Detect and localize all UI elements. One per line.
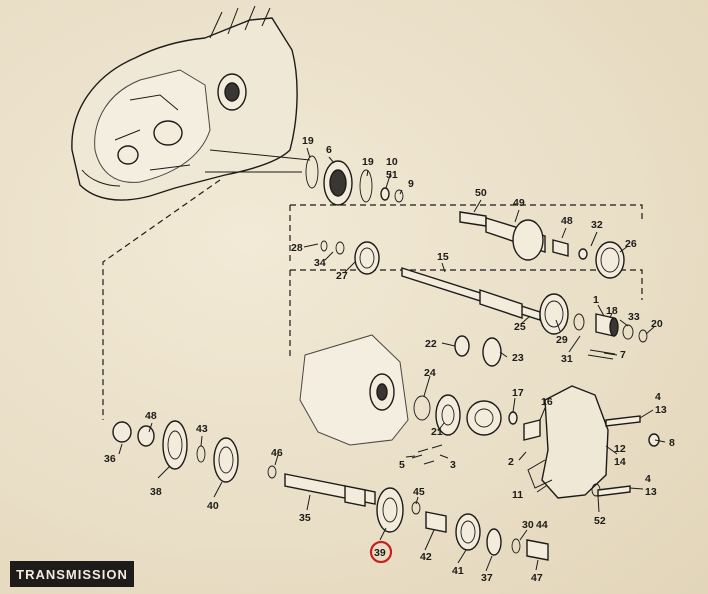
leader-lines — [118, 147, 666, 572]
callout-36: 36 — [104, 453, 116, 465]
callout-50: 50 — [475, 187, 487, 199]
callout-12: 12 — [614, 443, 626, 455]
callout-24: 24 — [424, 367, 436, 379]
callout-25: 25 — [514, 321, 526, 333]
callout-38: 38 — [150, 486, 162, 498]
callout-1: 1 — [593, 294, 599, 306]
callout-47: 47 — [531, 572, 543, 584]
callout-49: 49 — [513, 197, 525, 209]
callout-23: 23 — [512, 352, 524, 364]
callout-19b: 19 — [362, 156, 374, 168]
callout-26: 26 — [625, 238, 637, 250]
callout-16: 16 — [541, 396, 553, 408]
callout-numbers: 19 6 19 10 51 9 50 49 48 32 26 28 34 27 … — [104, 135, 675, 584]
callout-7: 7 — [620, 349, 626, 361]
callout-31: 31 — [561, 353, 573, 365]
callout-37: 37 — [481, 572, 493, 584]
bolts-small — [411, 444, 443, 465]
callout-48b: 48 — [145, 410, 157, 422]
callout-46: 46 — [271, 447, 283, 459]
callout-10: 10 — [386, 156, 398, 168]
callout-41: 41 — [452, 565, 464, 577]
callout-42: 42 — [420, 551, 432, 563]
highlight-ring — [369, 540, 393, 564]
callout-6: 6 — [326, 144, 332, 156]
callout-17: 17 — [512, 387, 524, 399]
callout-3: 3 — [450, 459, 456, 471]
callout-35: 35 — [299, 512, 311, 524]
callout-5: 5 — [399, 459, 405, 471]
callout-13b: 13 — [645, 486, 657, 498]
callout-18: 18 — [606, 305, 618, 317]
callout-9: 9 — [408, 178, 414, 190]
callout-32: 32 — [591, 219, 603, 231]
callout-48a: 48 — [561, 215, 573, 227]
section-title: TRANSMISSION — [10, 561, 134, 587]
callout-4b: 4 — [645, 473, 651, 485]
callout-21: 21 — [431, 426, 443, 438]
callout-13a: 13 — [655, 404, 667, 416]
callout-30: 30 — [522, 519, 534, 531]
callout-51: 51 — [386, 169, 398, 181]
callout-43: 43 — [196, 423, 208, 435]
callout-28: 28 — [291, 242, 303, 254]
callout-27: 27 — [336, 270, 348, 282]
callout-15: 15 — [437, 251, 449, 263]
callout-29: 29 — [556, 334, 568, 346]
callout-14: 14 — [614, 456, 626, 468]
callout-2: 2 — [508, 456, 514, 468]
callout-33: 33 — [628, 311, 640, 323]
callout-40: 40 — [207, 500, 219, 512]
callout-19a: 19 — [302, 135, 314, 147]
callout-39: 39 — [374, 547, 386, 559]
gearbox-cover-drawing — [527, 385, 609, 499]
callout-34: 34 — [314, 257, 326, 269]
crankcase-drawing — [71, 5, 298, 201]
callout-22: 22 — [425, 338, 437, 350]
callout-20: 20 — [651, 318, 663, 330]
callout-4a: 4 — [655, 391, 661, 403]
gearbox-case-drawing — [299, 334, 409, 446]
callout-44: 44 — [536, 519, 548, 531]
callout-8: 8 — [669, 437, 675, 449]
assembly-dashed-lines — [102, 179, 643, 420]
callout-52: 52 — [594, 515, 606, 527]
callout-11: 11 — [512, 489, 523, 501]
callout-45: 45 — [413, 486, 425, 498]
